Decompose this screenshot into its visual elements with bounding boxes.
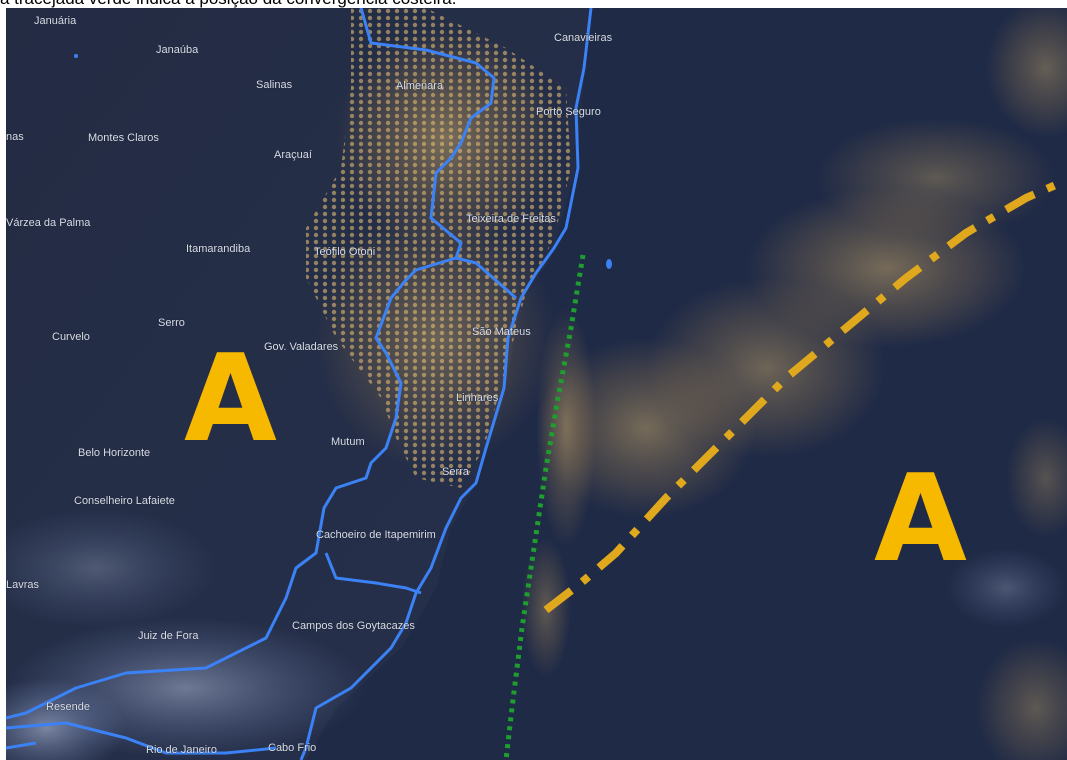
city-label: Belo Horizonte: [78, 447, 150, 459]
city-label: Linhares: [456, 392, 499, 404]
city-label: Serra: [442, 466, 470, 478]
city-label: Rio de Janeiro: [146, 744, 217, 756]
satellite-map: A A Januária Janaúba Salinas Almenara Ca…: [6, 8, 1067, 760]
city-label: Itamarandiba: [186, 243, 251, 255]
high-pressure-label-east: A: [874, 450, 967, 589]
city-label: nas: [6, 131, 24, 143]
state-boundaries: [6, 8, 593, 760]
city-label: Conselheiro Lafaiete: [74, 495, 175, 507]
city-label: Canavieiras: [554, 32, 613, 44]
city-label: Serro: [158, 317, 185, 329]
island-marker: [606, 259, 612, 269]
city-label: Montes Claros: [88, 132, 159, 144]
city-label: Cabo Frio: [268, 742, 316, 754]
city-label: Salinas: [256, 79, 293, 91]
city-label: Teixeira de Freitas: [466, 213, 556, 225]
city-label: Gov. Valadares: [264, 341, 339, 353]
city-label: Almenara: [396, 80, 444, 92]
map-canvas: A A Januária Janaúba Salinas Almenara Ca…: [6, 8, 1067, 760]
city-label: São Mateus: [472, 326, 531, 338]
high-pressure-label-west: A: [184, 330, 277, 469]
city-labels: Januária Janaúba Salinas Almenara Canavi…: [6, 15, 613, 757]
city-label: Cachoeiro de Itapemirim: [316, 529, 436, 541]
city-label: Juiz de Fora: [138, 630, 199, 642]
trough-line: [543, 176, 1067, 614]
city-label: Araçuaí: [274, 149, 312, 161]
city-label: Mutum: [331, 436, 365, 448]
city-label: Porto Seguro: [536, 106, 601, 118]
city-label: Lavras: [6, 579, 40, 591]
cloud-fields: [6, 8, 1067, 760]
city-label: Campos dos Goytacazes: [292, 620, 415, 632]
city-label: Teófilo Otoni: [314, 246, 375, 258]
city-label: Januária: [34, 15, 77, 27]
city-label: Resende: [46, 701, 90, 713]
city-label: Curvelo: [52, 331, 90, 343]
island-marker: [74, 54, 78, 58]
city-label: Várzea da Palma: [6, 217, 91, 229]
city-label: Janaúba: [156, 44, 199, 56]
caption: a tracejada verde indica a posição da co…: [0, 0, 1067, 8]
